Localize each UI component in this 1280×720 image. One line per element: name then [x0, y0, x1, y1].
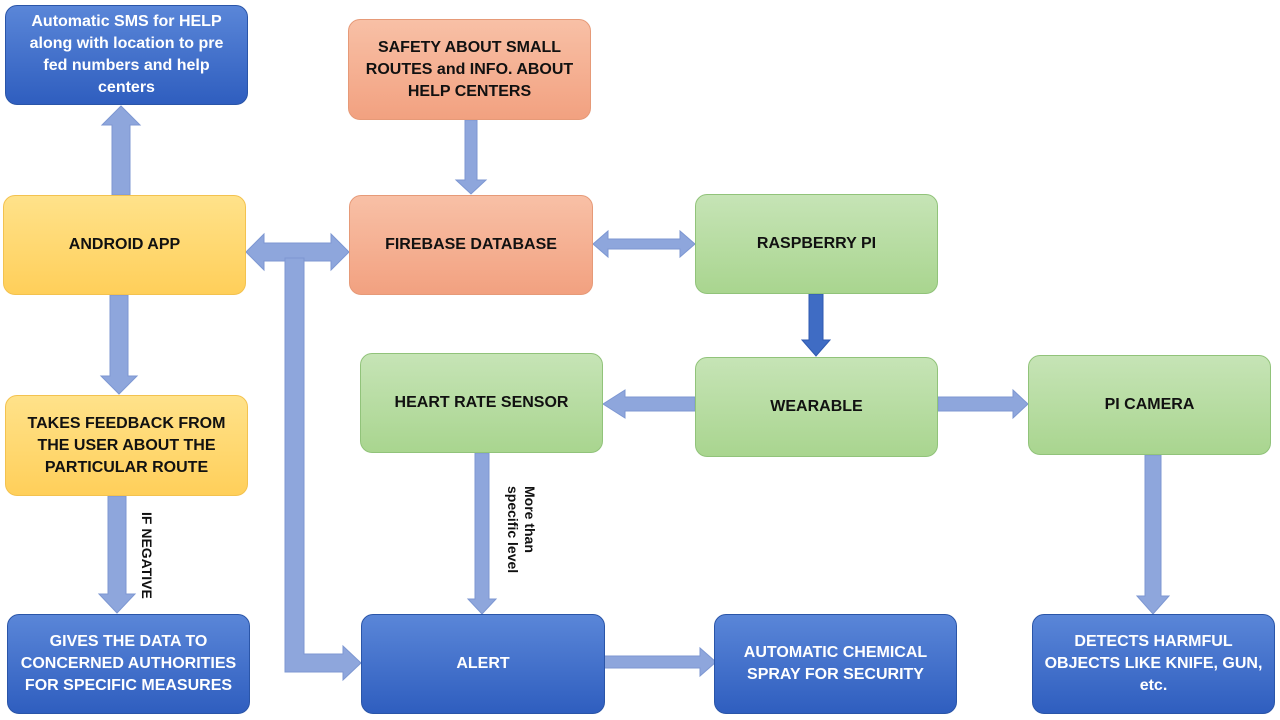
arrow-android-to-feedback — [99, 294, 139, 395]
more-than-level-label: More than specific level — [505, 486, 538, 574]
alert-node: ALERT — [361, 614, 605, 714]
arrow-safety-to-firebase — [454, 119, 488, 195]
safety-info-text: SAFETY ABOUT SMALL ROUTES and INFO. ABOU… — [365, 38, 574, 100]
alert-text: ALERT — [456, 655, 510, 672]
detects-objects-node: DETECTS HARMFUL OBJECTS LIKE KNIFE, GUN,… — [1032, 614, 1275, 714]
chemical-spray-text: AUTOMATIC CHEMICAL SPRAY FOR SECURITY — [743, 644, 928, 683]
feedback-text: TAKES FEEDBACK FROM THE USER ABOUT THE P… — [27, 414, 226, 476]
heart-rate-sensor-text: HEART RATE SENSOR — [394, 394, 569, 411]
wearable-node: WEARABLE — [695, 357, 938, 457]
arrow-android-to-sms — [100, 105, 142, 196]
if-negative-label: IF NEGATIVE — [139, 512, 155, 599]
arrow-branch-to-alert — [284, 257, 362, 682]
feedback-node: TAKES FEEDBACK FROM THE USER ABOUT THE P… — [5, 395, 248, 496]
authorities-text: GIVES THE DATA TO CONCERNED AUTHORITIES … — [20, 633, 237, 694]
safety-info-node: SAFETY ABOUT SMALL ROUTES and INFO. ABOU… — [348, 19, 591, 120]
sms-alert-node: Automatic SMS for HELP along with locati… — [5, 5, 248, 105]
arrow-feedback-to-authorities — [97, 495, 137, 614]
pi-camera-text: PI CAMERA — [1104, 396, 1195, 413]
sms-alert-text: Automatic SMS for HELP along with locati… — [29, 13, 224, 96]
firebase-database-node: FIREBASE DATABASE — [349, 195, 593, 295]
arrow-wearable-to-heart — [602, 389, 696, 419]
pi-camera-node: PI CAMERA — [1028, 355, 1271, 455]
chemical-spray-node: AUTOMATIC CHEMICAL SPRAY FOR SECURITY — [714, 614, 957, 714]
raspberry-pi-node: RASPBERRY PI — [695, 194, 938, 294]
authorities-node: GIVES THE DATA TO CONCERNED AUTHORITIES … — [7, 614, 250, 714]
arrow-heart-to-alert — [466, 452, 498, 615]
arrow-camera-to-detects — [1135, 454, 1171, 615]
arrow-alert-to-spray — [602, 646, 717, 678]
android-app-text: ANDROID APP — [68, 236, 181, 253]
firebase-database-text: FIREBASE DATABASE — [385, 236, 557, 253]
android-app-node: ANDROID APP — [3, 195, 246, 295]
raspberry-pi-text: RASPBERRY PI — [756, 235, 877, 252]
wearable-text: WEARABLE — [770, 398, 863, 415]
arrow-firebase-raspberry — [592, 229, 696, 259]
arrow-raspberry-to-wearable — [800, 293, 832, 357]
arrow-wearable-to-camera — [937, 388, 1029, 420]
detects-objects-text: DETECTS HARMFUL OBJECTS LIKE KNIFE, GUN,… — [1044, 633, 1263, 694]
heart-rate-sensor-node: HEART RATE SENSOR — [360, 353, 603, 453]
